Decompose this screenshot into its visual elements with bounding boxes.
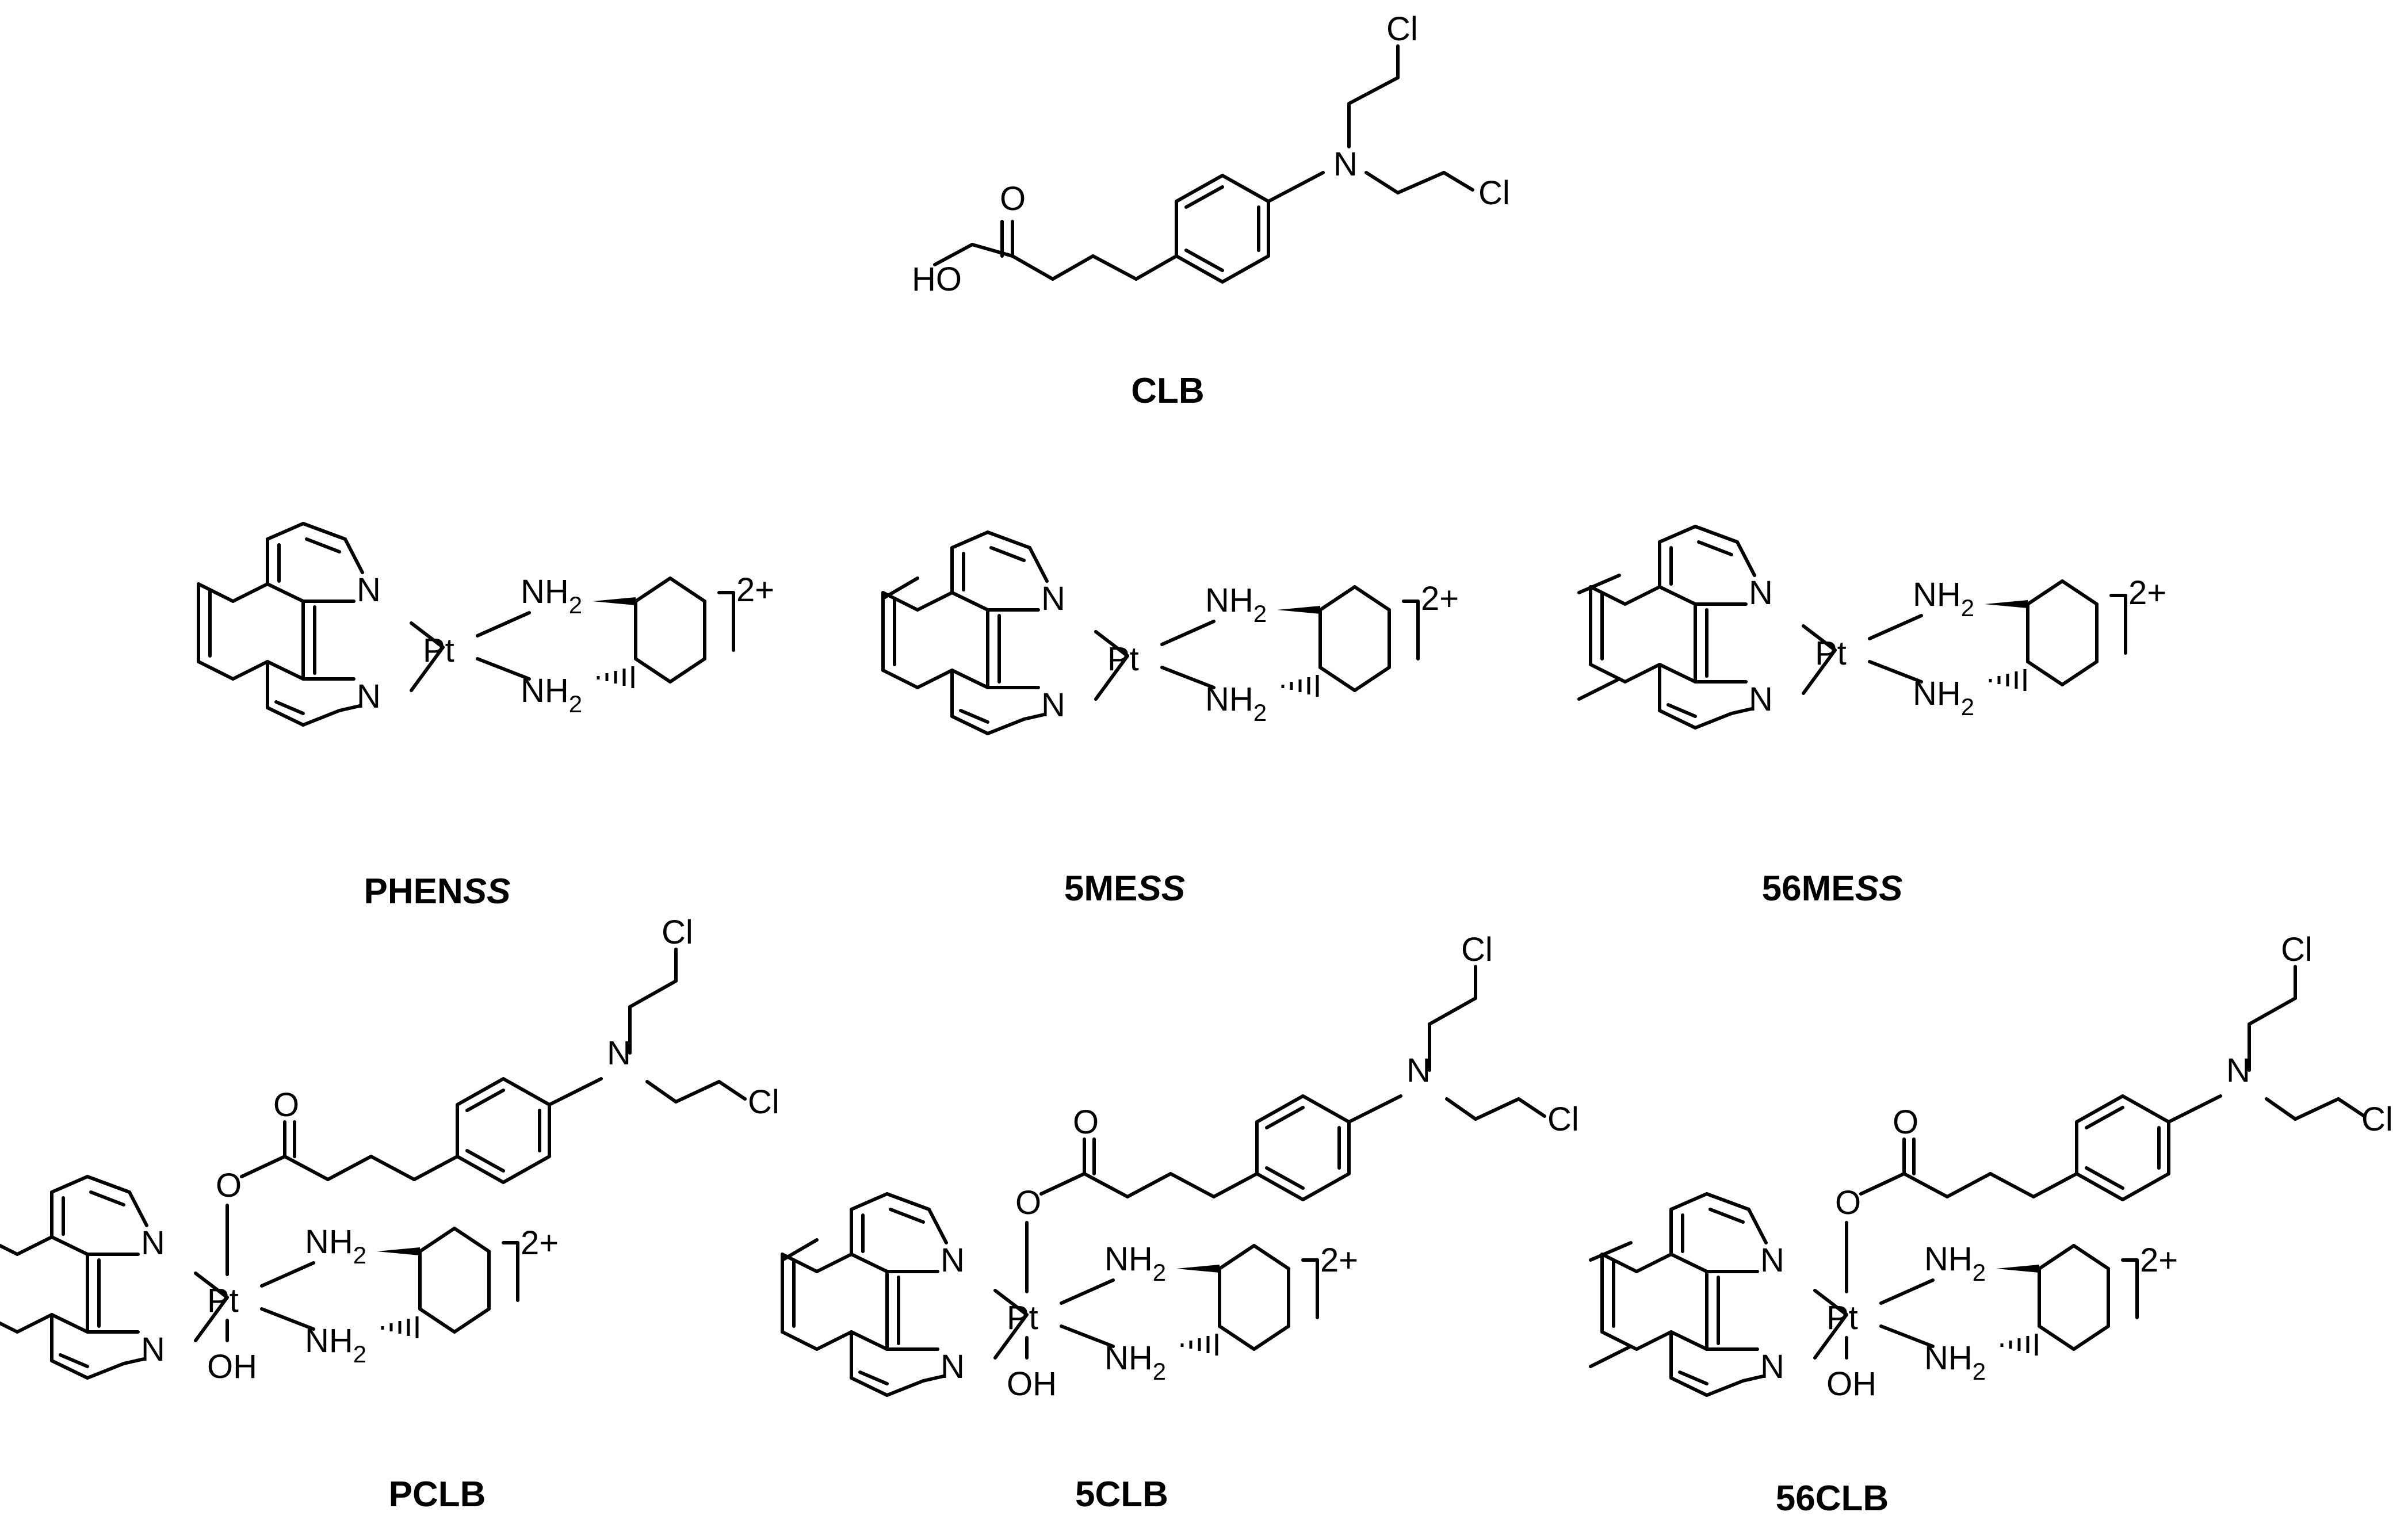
atom-nh2: NH2	[1104, 1240, 1166, 1286]
atom-cl: Cl	[1461, 931, 1493, 968]
charge: 2+	[1320, 1242, 1358, 1279]
atom-cl: Cl	[662, 914, 693, 951]
atom-nh2: NH2	[1205, 582, 1267, 627]
atom-n: N	[941, 1348, 965, 1385]
atom-nh2: NH2	[1104, 1339, 1166, 1385]
atom-n: N	[1760, 1348, 1784, 1385]
label-5mess: 5MESS	[1064, 869, 1185, 908]
atom-nh2: NH2	[305, 1223, 366, 1269]
atom-o: O	[273, 1086, 299, 1124]
atom-pt: Pt	[1815, 635, 1847, 672]
molecule-5mess: N N Pt NH2 NH2 2+ 5MESS	[881, 532, 1459, 908]
atom-o: O	[1073, 1104, 1099, 1141]
molecule-phenss: N N Pt NH2 NH2 2+ PHENSS	[198, 524, 774, 911]
atom-pt: Pt	[423, 632, 454, 669]
atom-cl: Cl	[1547, 1101, 1579, 1138]
atom-n: N	[357, 571, 381, 609]
atom-nh2: NH2	[521, 573, 582, 618]
atom-o: O	[1893, 1104, 1918, 1141]
label-pclb: PCLB	[389, 1475, 486, 1514]
charge: 2+	[736, 571, 774, 609]
atom-n: N	[1041, 686, 1065, 724]
atom-n: N	[141, 1331, 165, 1368]
atom-n: N	[1749, 681, 1773, 718]
atom-pt: Pt	[1107, 640, 1139, 678]
atom-ho: HO	[912, 261, 962, 298]
atom-pt: Pt	[1826, 1299, 1858, 1337]
label-clb: CLB	[1131, 371, 1204, 411]
charge: 2+	[2128, 574, 2166, 612]
atom-o: O	[1015, 1184, 1041, 1221]
atom-n: N	[1041, 580, 1065, 617]
atom-oh: OH	[1826, 1365, 1876, 1403]
molecule-56clb: N N Pt O O OH NH2 NH2 N Cl Cl 2+ 56CLB	[1589, 931, 2393, 1518]
atom-nh2: NH2	[1924, 1339, 1986, 1385]
atom-nh2: NH2	[1913, 576, 1974, 621]
charge: 2+	[521, 1224, 559, 1262]
atom-nh2: NH2	[521, 672, 582, 717]
atom-oh: OH	[1007, 1365, 1057, 1403]
atom-n: N	[1333, 146, 1358, 183]
atom-n: N	[1760, 1242, 1784, 1279]
atom-o: O	[1000, 180, 1026, 217]
label-56mess: 56MESS	[1762, 869, 1903, 908]
charge: 2+	[1421, 580, 1459, 617]
molecule-56mess: N N Pt NH2 NH2 2+ 56MESS	[1577, 526, 2166, 908]
label-5clb: 5CLB	[1075, 1475, 1168, 1514]
atom-n: N	[1406, 1052, 1431, 1089]
atom-oh: OH	[207, 1348, 257, 1385]
atom-pt: Pt	[1007, 1299, 1038, 1337]
atom-cl: Cl	[1386, 10, 1418, 48]
atom-n: N	[607, 1034, 631, 1072]
atom-n: N	[141, 1224, 165, 1262]
label-56clb: 56CLB	[1776, 1479, 1889, 1518]
label-phenss: PHENSS	[364, 872, 511, 911]
atom-nh2: NH2	[1913, 675, 1974, 720]
atom-cl: Cl	[748, 1083, 779, 1121]
atom-nh2: NH2	[1205, 681, 1267, 726]
atom-n: N	[357, 678, 381, 715]
atom-cl: Cl	[2281, 931, 2313, 968]
molecule-pclb: N N Pt O O OH NH2 NH2 N Cl Cl 2+ PCLB	[0, 914, 779, 1514]
atom-n: N	[2226, 1052, 2250, 1089]
atom-o: O	[216, 1167, 242, 1204]
atom-o: O	[1835, 1184, 1861, 1221]
molecule-5clb: N N Pt O O OH NH2 NH2 N Cl Cl 2+ 5CLB	[781, 931, 1579, 1514]
atom-n: N	[941, 1242, 965, 1279]
atom-nh2: NH2	[305, 1322, 366, 1368]
atom-cl: Cl	[1478, 174, 1510, 212]
molecule-clb: HO O N Cl Cl CLB	[912, 10, 1510, 411]
atom-pt: Pt	[207, 1282, 239, 1319]
charge: 2+	[2140, 1242, 2178, 1279]
atom-n: N	[1749, 574, 1773, 612]
atom-nh2: NH2	[1924, 1240, 1986, 1286]
atom-cl: Cl	[2361, 1101, 2393, 1138]
